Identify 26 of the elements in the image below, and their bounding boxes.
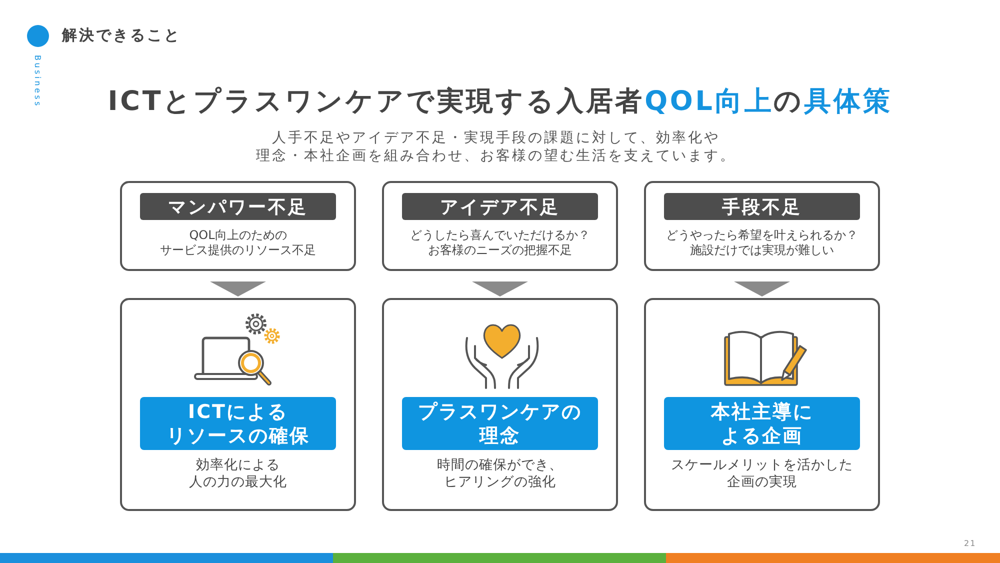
title-band: ICTによるリソースの確保 bbox=[140, 397, 336, 450]
title-band: プラスワンケアの理念 bbox=[402, 397, 598, 450]
card-text: 時間の確保ができ、ヒアリングの強化 bbox=[436, 457, 564, 491]
problem-card bbox=[644, 181, 880, 271]
chevron-arrow bbox=[734, 282, 790, 296]
chevron-arrow bbox=[472, 282, 528, 296]
title-band: 本社主導による企画 bbox=[664, 397, 860, 450]
chevron-arrow bbox=[210, 282, 266, 296]
card-text: どうしたら喜んでいただけるか？お客様のニーズの把握不足 bbox=[409, 228, 591, 258]
solution-card bbox=[120, 298, 356, 511]
page-number: 21 bbox=[964, 539, 976, 548]
section-heading: 解決できること bbox=[62, 26, 181, 45]
problem-card bbox=[120, 181, 356, 271]
title: ICTとプラスワンケアで実現する入居者QOL向上の具体策 bbox=[108, 85, 892, 119]
card-text: スケールメリットを活かした企画の実現 bbox=[670, 457, 854, 491]
card-text: QOL向上のためのサービス提供のリソース不足 bbox=[159, 228, 317, 258]
vertical-tag: Business bbox=[33, 55, 42, 108]
card-text: 効率化による人の力の最大化 bbox=[188, 457, 288, 491]
problem-card bbox=[382, 181, 618, 271]
solution-card bbox=[382, 298, 618, 511]
solution-card bbox=[644, 298, 880, 511]
card-text: どうやったら希望を叶えられるか？施設だけでは実現が難しい bbox=[665, 228, 859, 258]
heading-band: 手段不足 bbox=[664, 193, 860, 220]
heading-band: マンパワー不足 bbox=[140, 193, 336, 220]
subtitle-text: 人手不足やアイデア不足・実現手段の課題に対して、効率化や理念・本社企画を組み合わせ、お客様の望む生活を支えています。 bbox=[255, 129, 737, 165]
heading-band: アイデア不足 bbox=[402, 193, 598, 220]
